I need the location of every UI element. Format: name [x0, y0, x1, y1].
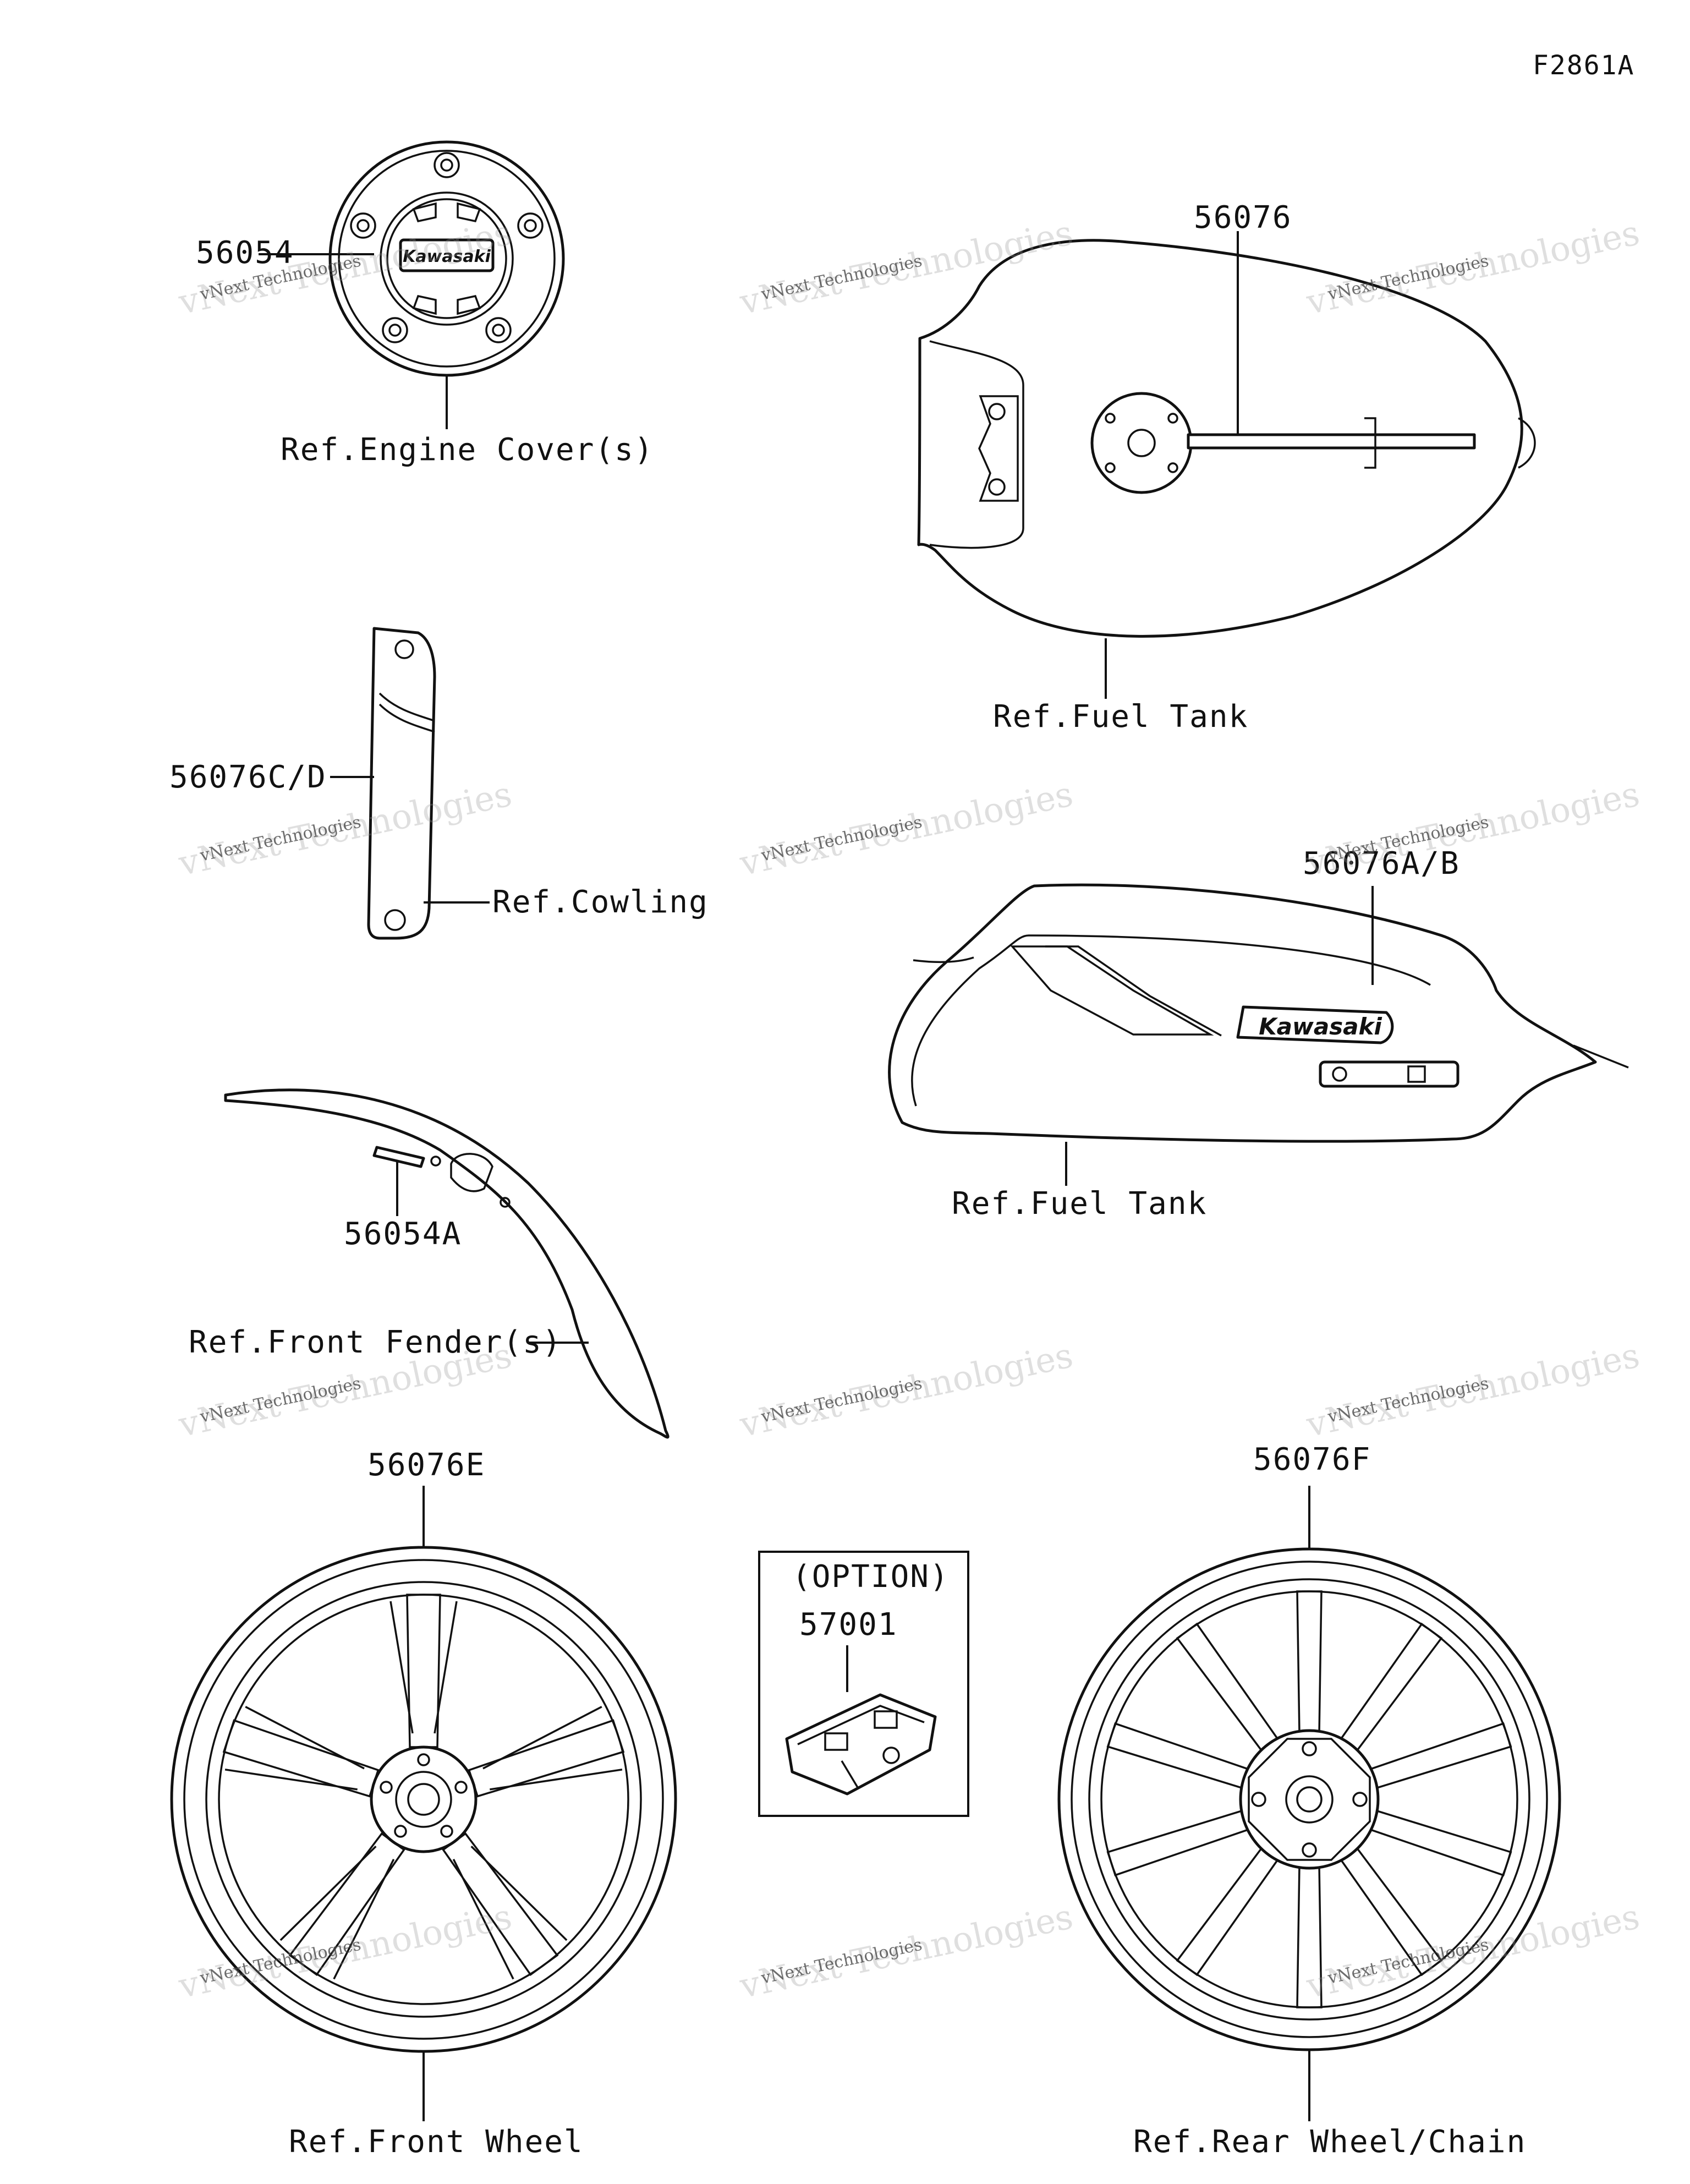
engine-cover-illustration: Kawasaki [328, 140, 565, 377]
rear-wheel-illustration [1057, 1547, 1561, 2051]
label-part-56076cd[interactable]: 56076C/D [169, 759, 327, 795]
label-ref-cowling[interactable]: Ref.Cowling [492, 884, 709, 920]
engine-cover-brand-text: Kawasaki [403, 247, 491, 266]
label-part-57001[interactable]: 57001 [799, 1607, 898, 1643]
cowling-illustration [367, 627, 436, 940]
tool-57001-illustration [785, 1693, 937, 1796]
label-ref-engine-cover[interactable]: Ref.Engine Cover(s) [281, 432, 654, 468]
label-ref-fuel-tank-1[interactable]: Ref.Fuel Tank [993, 699, 1249, 735]
fuel-tank-side-illustration: Kawasaki [888, 883, 1629, 1143]
label-part-56076[interactable]: 56076 [1194, 200, 1292, 236]
rear-wheel-spokes [1106, 1590, 1512, 2008]
label-ref-fuel-tank-2[interactable]: Ref.Fuel Tank [952, 1186, 1208, 1222]
label-ref-front-wheel[interactable]: Ref.Front Wheel [289, 2124, 584, 2160]
fuel-tank-top-illustration [917, 239, 1536, 638]
label-part-56076ab[interactable]: 56076A/B [1303, 846, 1460, 882]
label-ref-front-fender[interactable]: Ref.Front Fender(s) [189, 1324, 562, 1360]
label-part-56054[interactable]: 56054 [196, 235, 294, 271]
label-option: (OPTION) [792, 1559, 950, 1595]
tank-brand-text: Kawasaki [1259, 1013, 1382, 1040]
label-part-56076e[interactable]: 56076E [367, 1447, 486, 1483]
label-part-56054a[interactable]: 56054A [344, 1216, 462, 1252]
label-ref-rear-wheel[interactable]: Ref.Rear Wheel/Chain [1133, 2124, 1527, 2160]
option-box [758, 1551, 969, 1817]
label-part-56076f[interactable]: 56076F [1253, 1442, 1371, 1477]
front-fender-illustration [224, 1088, 670, 1439]
front-wheel-spokes [222, 1594, 625, 1980]
diagram-code: F2861A [1533, 50, 1635, 81]
front-wheel-illustration [170, 1546, 677, 2053]
engine-cover-bolts [350, 152, 544, 343]
